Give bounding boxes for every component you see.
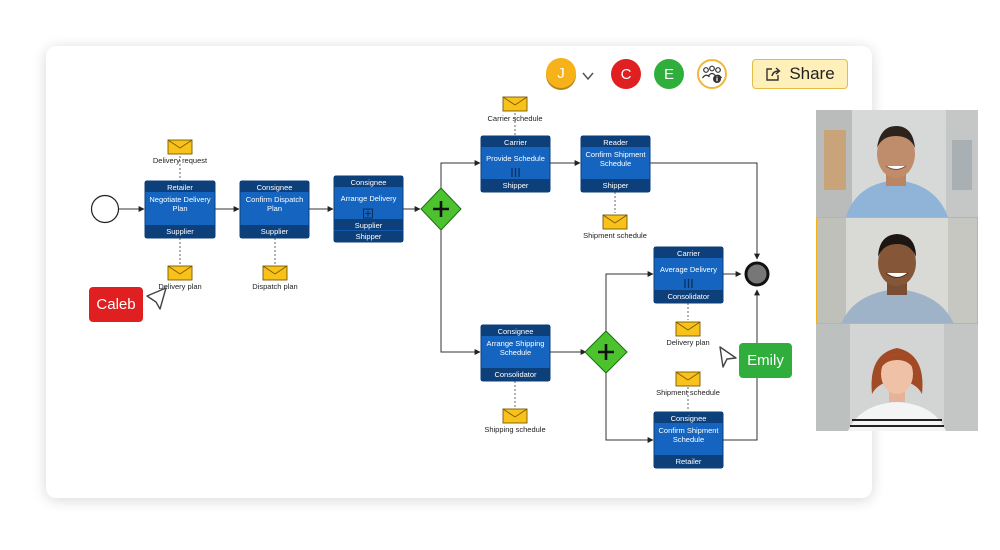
task-role: Carrier (504, 138, 527, 147)
task-provide-schedule[interactable]: Carrier Provide Schedule Shipper (480, 135, 551, 193)
task-confirm-shipment-schedule[interactable]: Reader Confirm Shipment Schedule Shipper (580, 135, 651, 193)
task-confirm-shipment-schedule-retailer[interactable]: Consignee Confirm Shipment Schedule Reta… (653, 411, 724, 469)
task-participant: Consolidator (667, 292, 710, 301)
avatar-initial: C (620, 65, 632, 83)
avatar-e[interactable]: E (654, 59, 684, 89)
task-name-line2: Schedule (500, 348, 531, 357)
task-arrange-shipping-schedule[interactable]: Consignee Arrange Shipping Schedule Cons… (480, 324, 551, 382)
message-label: Delivery plan (158, 282, 201, 291)
video-tile-participant-2[interactable] (816, 217, 978, 324)
task-average-delivery[interactable]: Carrier Average Delivery Consolidator (653, 246, 724, 304)
chevron-down-icon[interactable] (582, 68, 594, 81)
message-envelope-icon[interactable] (675, 371, 701, 387)
message-label: Shipment schedule (656, 388, 720, 397)
task-name-line2: Plan (172, 204, 187, 213)
message-envelope-icon[interactable] (502, 96, 528, 112)
task-name-line1: Confirm Dispatch (246, 195, 304, 204)
sequence-flows (119, 160, 760, 443)
message-envelope-icon[interactable] (602, 214, 628, 230)
task-role: Consignee (351, 178, 387, 187)
parallel-gateway[interactable] (420, 187, 462, 231)
task-participant: Shipper (503, 181, 529, 190)
task-name-line2: Plan (267, 204, 282, 213)
cursor-user-name: Emily (747, 352, 784, 369)
message-associations (179, 113, 689, 411)
people-info-icon (702, 65, 722, 83)
task-name-line2: Schedule (673, 435, 704, 444)
multi-instance-icon (511, 168, 520, 177)
avatar-initial: E (663, 65, 674, 83)
video-tile-participant-3[interactable] (816, 324, 978, 431)
participant-video-image (816, 324, 978, 431)
cursor-user-name: Caleb (96, 296, 136, 313)
task-participant: Shipper (603, 181, 629, 190)
share-label: Share (789, 64, 835, 83)
share-icon (766, 67, 781, 81)
participant-video-image (816, 110, 978, 217)
message-label: Carrier schedule (487, 114, 542, 123)
task-arrange-delivery[interactable]: Consignee Arrange Delivery Supplier Ship… (333, 175, 404, 243)
task-name-line1: Confirm Shipment (658, 426, 719, 435)
message-label: Dispatch plan (252, 282, 297, 291)
message-envelope-icon[interactable] (167, 139, 193, 155)
multi-instance-icon (684, 279, 693, 288)
task-role: Consignee (498, 327, 534, 336)
task-name: Arrange Delivery (341, 194, 397, 203)
participant-video-image (816, 217, 978, 324)
end-event[interactable] (744, 261, 770, 287)
subprocess-marker-icon (363, 208, 373, 219)
task-name-line2: Schedule (600, 159, 631, 168)
message-label: Shipping schedule (484, 425, 545, 434)
message-envelope-icon[interactable] (262, 265, 288, 281)
message-envelope-icon[interactable] (502, 408, 528, 424)
message-envelope-icon[interactable] (167, 265, 193, 281)
task-participant: Retailer (676, 457, 702, 466)
task-role: Carrier (677, 249, 700, 258)
task-participant: Supplier (355, 221, 383, 230)
cursor-label-emily: Emily (739, 343, 792, 378)
task-confirm-dispatch-plan[interactable]: Consignee Confirm Dispatch Plan Supplier (239, 180, 310, 239)
task-name-line1: Confirm Shipment (585, 150, 646, 159)
share-button[interactable]: Share (752, 59, 848, 89)
task-participant: Supplier (166, 227, 194, 236)
message-envelope-icon[interactable] (675, 321, 701, 337)
bpmn-diagram: Retailer Negotiate Delivery Plan Supplie… (90, 96, 770, 469)
cursor-icon (146, 287, 167, 310)
collaborators-info-button[interactable] (697, 59, 727, 89)
task-role: Consignee (671, 414, 707, 423)
task-role: Consignee (257, 183, 293, 192)
parallel-gateway[interactable] (584, 330, 628, 374)
video-tile-participant-1[interactable] (816, 110, 978, 217)
task-name: Provide Schedule (486, 154, 545, 163)
avatar-c[interactable]: C (611, 59, 641, 89)
task-role: Retailer (167, 183, 193, 192)
task-participant: Supplier (261, 227, 289, 236)
task-name-line1: Negotiate Delivery (149, 195, 211, 204)
task-participant: Shipper (356, 232, 382, 241)
task-participant: Consolidator (494, 370, 537, 379)
start-event[interactable] (90, 194, 120, 224)
avatar-j[interactable]: J (546, 58, 576, 88)
cursor-label-caleb: Caleb (89, 287, 143, 322)
task-role: Reader (603, 138, 628, 147)
task-negotiate-delivery-plan[interactable]: Retailer Negotiate Delivery Plan Supplie… (144, 180, 216, 239)
task-name-line1: Arrange Shipping (487, 339, 545, 348)
cursor-icon (719, 346, 737, 368)
message-label: Shipment schedule (583, 231, 647, 240)
message-label: Delivery request (153, 156, 208, 165)
avatar-initial: J (557, 64, 565, 82)
task-name: Average Delivery (660, 265, 717, 274)
message-label: Delivery plan (666, 338, 709, 347)
